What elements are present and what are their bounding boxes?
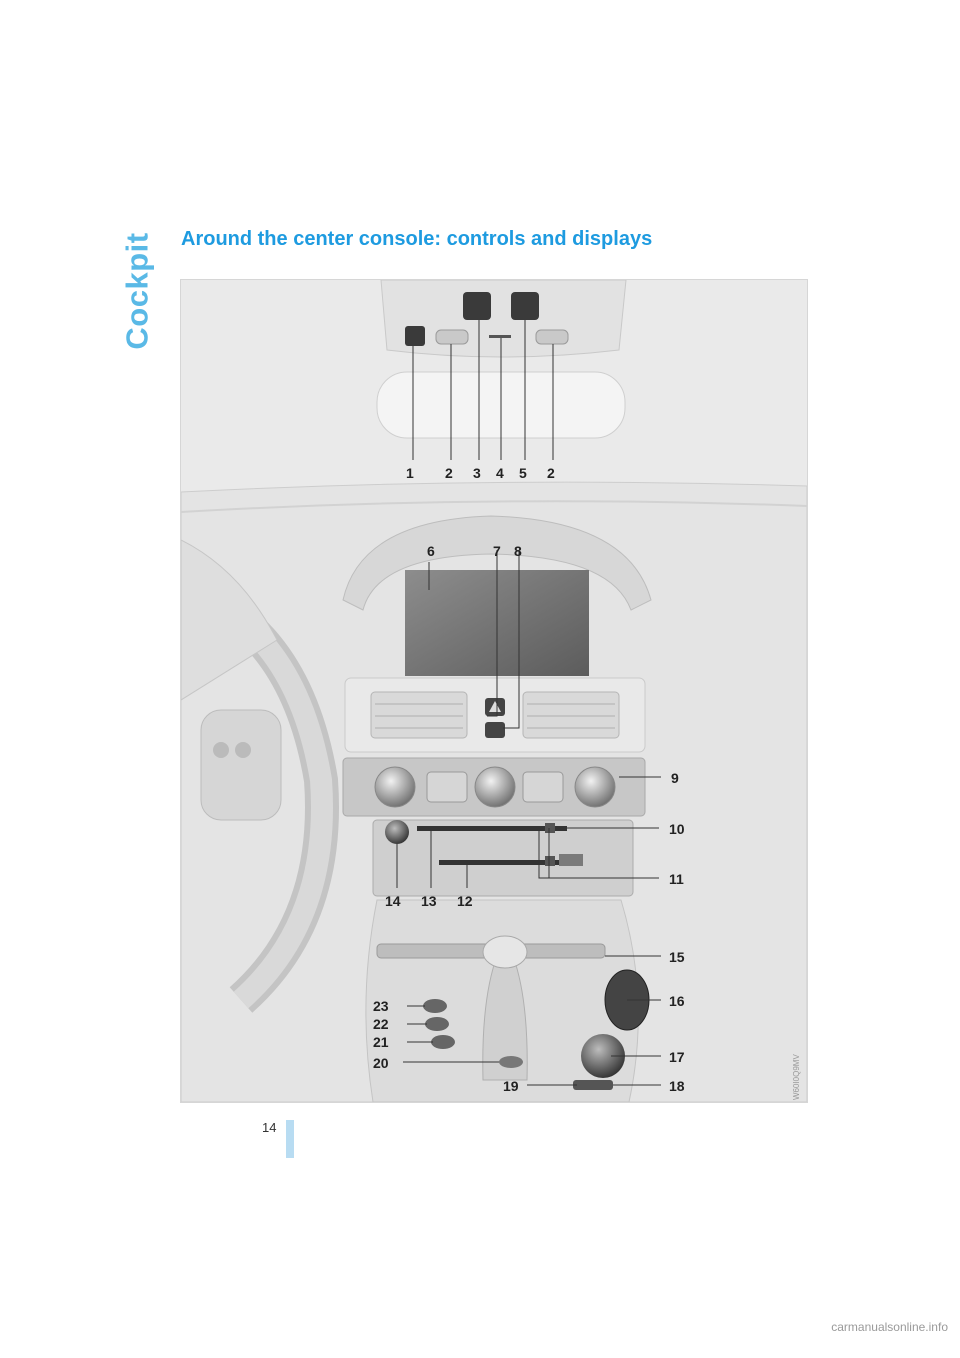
page-title: Around the center console: controls and …: [181, 228, 653, 250]
cd-eject: [545, 823, 555, 833]
drive-button-23: [423, 999, 447, 1013]
callout-12: 12: [457, 893, 473, 909]
callout-16: 16: [669, 993, 685, 1009]
callout-21: 21: [373, 1034, 389, 1050]
lower-leader-lines: [396, 550, 661, 1086]
callout-23: 23: [373, 998, 389, 1014]
dash-top-edge: [181, 500, 807, 513]
callout-6: 6: [427, 543, 435, 559]
lower-callouts: 6 7 8 9 10 11 12 13 14 15 16 17 18 19 20…: [373, 543, 685, 1094]
callout-14: 14: [385, 893, 401, 909]
callout-19: 19: [503, 1078, 519, 1094]
callout-2b: 2: [547, 465, 555, 481]
climate-knob-right: [574, 766, 616, 808]
callout-3: 3: [473, 465, 481, 481]
section-tab: Cockpit: [118, 226, 158, 356]
instrument-cluster: [181, 539, 278, 701]
console-illustration: 1 2 3 4 5 2: [181, 280, 807, 1102]
lock-button: [485, 722, 505, 738]
callout-17: 17: [669, 1049, 685, 1065]
media-panel: [372, 819, 634, 897]
controller-knob: [581, 1034, 625, 1078]
figure-code: W60I0Q9MV: [792, 1054, 801, 1100]
cd-slot: [417, 826, 567, 831]
drive-button-20: [499, 1056, 523, 1068]
sos-button: [463, 292, 491, 320]
callout-2a: 2: [445, 465, 453, 481]
dvd-label: [559, 854, 583, 866]
lamp-right: [535, 329, 569, 345]
left-vent: [370, 691, 468, 739]
callout-5: 5: [519, 465, 527, 481]
callout-4: 4: [496, 465, 504, 481]
hazard-icon: [489, 701, 501, 712]
callout-7: 7: [493, 543, 501, 559]
right-vent: [522, 691, 620, 739]
upper-callouts: 1 2 3 4 5 2: [406, 465, 555, 481]
callout-18: 18: [669, 1078, 685, 1094]
dvd-eject: [545, 856, 555, 866]
gear-lever: [482, 935, 528, 1081]
switch-1: [405, 326, 425, 346]
page-margin-bar: [286, 1120, 294, 1158]
section-tab-label: Cockpit: [120, 232, 155, 350]
callout-22: 22: [373, 1016, 389, 1032]
console-figure: 1 2 3 4 5 2: [180, 279, 808, 1103]
callout-13: 13: [421, 893, 437, 909]
lamp-left: [435, 329, 469, 345]
climate-knob-left: [374, 766, 416, 808]
drive-button-22: [425, 1017, 449, 1031]
callout-8: 8: [514, 543, 522, 559]
mic-slot: [489, 335, 511, 338]
climate-knob-center: [474, 766, 516, 808]
sunroof-button: [511, 292, 539, 320]
callout-9: 9: [671, 770, 679, 786]
screen-hood: [342, 515, 652, 611]
volume-knob: [385, 820, 409, 844]
page-number: 14: [262, 1120, 277, 1135]
callout-10: 10: [669, 821, 685, 837]
callout-15: 15: [669, 949, 685, 965]
upper-leader-lines: [412, 320, 554, 460]
callout-1: 1: [406, 465, 414, 481]
dvd-slot: [439, 860, 569, 865]
callout-20: 20: [373, 1055, 389, 1071]
callout-11: 11: [669, 871, 684, 887]
controller-buttons: [573, 1080, 613, 1090]
footer-source[interactable]: carmanualsonline.info: [831, 1320, 948, 1334]
drive-button-21: [431, 1035, 455, 1049]
